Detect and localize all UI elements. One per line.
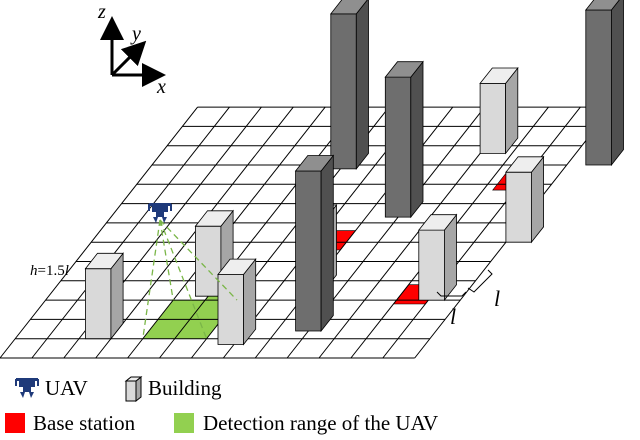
detection-line bbox=[159, 219, 208, 339]
height-eq: =1.5 bbox=[38, 263, 65, 279]
cell-depth-label: l bbox=[494, 286, 500, 311]
building-top-face bbox=[84, 252, 124, 270]
cell-width-bracket bbox=[436, 291, 467, 297]
building-front-face bbox=[384, 76, 412, 218]
drone-icon bbox=[15, 378, 39, 398]
legend-label-detection-range: Detection range of the UAV bbox=[203, 411, 438, 435]
building-top-face bbox=[329, 0, 368, 15]
cell-depth-bracket bbox=[467, 269, 493, 293]
building-front-face bbox=[418, 229, 445, 301]
green-square-icon bbox=[174, 413, 194, 433]
building-front-face bbox=[295, 170, 322, 332]
buildings-layer bbox=[84, 0, 624, 346]
drone-legs bbox=[153, 217, 167, 223]
building-top-face bbox=[294, 155, 335, 172]
cell-width-label: l bbox=[450, 304, 456, 329]
building-top-face bbox=[505, 156, 545, 173]
building-side-face bbox=[355, 0, 369, 171]
legend-item-uav: UAV bbox=[15, 376, 88, 400]
building bbox=[505, 155, 545, 244]
coordinate-axes: z y x bbox=[97, 1, 166, 98]
legend: UAV Building Base station Detection rang… bbox=[5, 375, 438, 435]
building-front-face bbox=[505, 171, 532, 243]
building bbox=[417, 213, 458, 302]
legend-label-base-station: Base station bbox=[33, 411, 136, 435]
red-square-icon bbox=[5, 413, 25, 433]
building-top-face bbox=[479, 67, 519, 84]
drone-camera bbox=[156, 212, 164, 217]
building-front-face bbox=[479, 83, 507, 154]
drone-body bbox=[152, 206, 168, 212]
grid-line-column bbox=[159, 106, 358, 359]
grid-line-column bbox=[0, 106, 198, 359]
y-axis-label: y bbox=[130, 23, 141, 45]
building-icon bbox=[124, 375, 143, 403]
legend-item-base-station: Base station bbox=[5, 411, 136, 435]
building-front-face bbox=[330, 13, 357, 170]
building-front-face bbox=[85, 268, 112, 340]
building-top-face bbox=[194, 210, 234, 227]
building bbox=[84, 252, 124, 340]
drone-icon bbox=[148, 203, 172, 223]
legend-label-uav: UAV bbox=[45, 376, 88, 400]
height-unit: l bbox=[65, 263, 69, 279]
building-side-face bbox=[611, 0, 624, 167]
height-var: h bbox=[30, 263, 38, 279]
legend-item-building: Building bbox=[124, 375, 222, 403]
building-top-face bbox=[584, 0, 620, 11]
height-annotation: h=1.5l bbox=[30, 263, 69, 279]
building-front-face bbox=[217, 274, 244, 345]
y-axis-arrow bbox=[110, 40, 147, 77]
building-top-face bbox=[384, 61, 424, 78]
building bbox=[584, 0, 624, 167]
building bbox=[294, 154, 335, 333]
legend-item-detection-range: Detection range of the UAV bbox=[174, 411, 438, 435]
building-top-face bbox=[417, 214, 458, 231]
cell-size-annotation: l l bbox=[436, 269, 500, 329]
building-front-face bbox=[585, 9, 612, 166]
building-front-face bbox=[194, 225, 222, 297]
detection-line bbox=[159, 219, 174, 301]
detection-line bbox=[159, 219, 238, 301]
building-top-face bbox=[217, 258, 257, 275]
building bbox=[479, 66, 519, 155]
drone-rotor-bar bbox=[149, 203, 171, 206]
z-axis-label: z bbox=[97, 1, 106, 23]
building bbox=[384, 60, 424, 219]
grid-line-column bbox=[382, 106, 581, 359]
building bbox=[217, 257, 257, 346]
grid-line-column bbox=[31, 106, 230, 359]
legend-label-building: Building bbox=[148, 376, 222, 400]
building bbox=[329, 0, 369, 171]
building-side-face bbox=[320, 154, 334, 333]
x-axis-label: x bbox=[156, 76, 166, 98]
grid-line-column bbox=[95, 106, 294, 359]
building-side-face bbox=[410, 60, 424, 219]
uav-layer bbox=[142, 203, 238, 339]
